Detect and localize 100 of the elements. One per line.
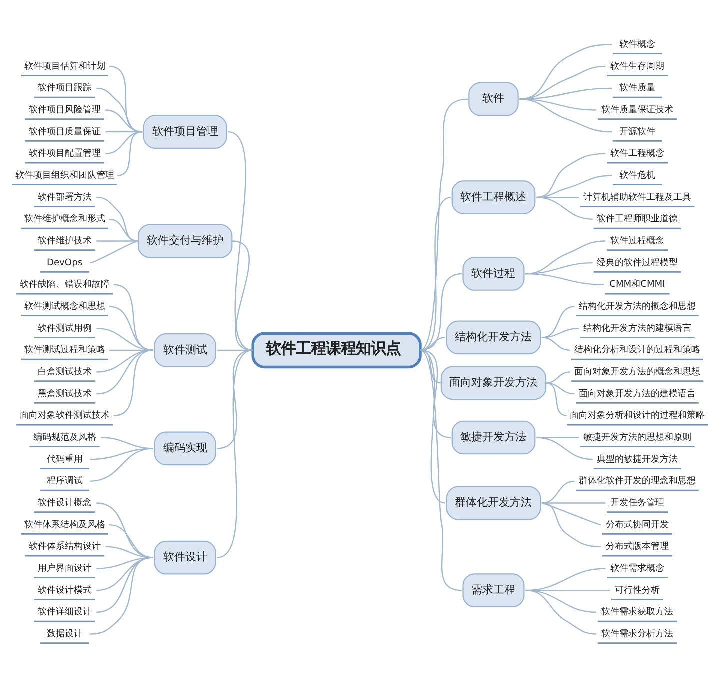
connector xyxy=(96,196,139,242)
node-text: 结构化开发方法的建模语言 xyxy=(583,324,692,334)
connector xyxy=(526,273,604,286)
node-text: 开源软件 xyxy=(619,127,656,138)
node-text: 分布式协同开发 xyxy=(606,520,669,530)
connector xyxy=(90,448,154,482)
connector xyxy=(536,437,593,460)
node-text: 面向对象软件测试技术 xyxy=(20,411,110,422)
node-text: 用户界面设计 xyxy=(38,564,92,574)
node-text: 软件需求分析方法 xyxy=(601,630,674,640)
node-text: 软件项目估算和计划 xyxy=(24,62,106,72)
node-text: 软件生存周期 xyxy=(610,62,664,72)
node-text: 软件过程概念 xyxy=(610,236,664,247)
connector xyxy=(117,132,143,176)
node-text: 软件质量 xyxy=(619,84,656,94)
connector xyxy=(526,590,597,635)
connector xyxy=(546,372,570,384)
node-box: 软件工程课程知识点 xyxy=(252,332,422,369)
node-text: 编码规范及风格 xyxy=(33,433,96,444)
connector xyxy=(106,131,143,154)
node-text: 软件项目跟踪 xyxy=(38,84,92,94)
node-text: 程序调试 xyxy=(46,476,83,487)
node-text: 软件项目组织和团队管理 xyxy=(15,171,114,182)
connector xyxy=(542,502,606,504)
node-text: 面向对象开发方法的建模语言 xyxy=(578,389,696,400)
connector xyxy=(542,502,602,548)
connector xyxy=(546,382,568,416)
node-box: 软件工程概述 xyxy=(452,180,536,214)
connector xyxy=(542,337,570,351)
node-text: 典型的敏捷开发方法 xyxy=(596,454,678,465)
node-text: 代码重用 xyxy=(46,454,83,465)
node-text: CMM和CMMI xyxy=(610,280,666,290)
node-box: 面向对象开发方法 xyxy=(440,366,547,400)
node-text: 黑盒测试技术 xyxy=(38,389,92,400)
node-text: 开发任务管理 xyxy=(610,498,664,509)
node-text: 白盒测试技术 xyxy=(38,368,92,378)
node-text: 软件设计模式 xyxy=(38,586,92,596)
node-text: 计算机辅助软件工程及工具 xyxy=(583,192,692,203)
node-box: 结构化开发方法 xyxy=(446,320,542,355)
node-text: 结构化分析和设计的过程和策略 xyxy=(574,346,700,356)
node-text: 软件工程概念 xyxy=(610,149,664,160)
node-text: 软件体系结构及风格 xyxy=(24,520,106,530)
node-text: 软件设计概念 xyxy=(38,498,92,509)
node-text: 数据设计 xyxy=(46,630,83,640)
node-box: 软件交付与维护 xyxy=(138,224,233,258)
connector xyxy=(420,350,446,504)
node-text: 软件体系结构设计 xyxy=(28,542,101,552)
node-text: 软件需求获取方法 xyxy=(601,608,674,618)
node-text: 软件需求概念 xyxy=(610,564,664,574)
connector xyxy=(546,382,575,395)
connector xyxy=(232,240,254,351)
node-text: 软件质量保证技术 xyxy=(601,106,674,116)
connector xyxy=(90,448,154,460)
node-box: 编码实现 xyxy=(154,432,216,466)
connector xyxy=(420,98,468,351)
connector xyxy=(114,284,154,351)
node-box: 需求工程 xyxy=(462,574,525,608)
node-text: 软件项目配置管理 xyxy=(28,149,101,160)
connector xyxy=(420,350,462,592)
node-text: 可行性分析 xyxy=(614,586,660,596)
node-text: 面向对象开发方法的概念和思想 xyxy=(574,368,700,378)
node-text: DevOps xyxy=(46,258,83,268)
connector xyxy=(114,350,154,416)
node-text: 敏捷开发方法的思想和原则 xyxy=(583,433,692,444)
node-box: 敏捷开发方法 xyxy=(452,420,536,455)
connector xyxy=(519,98,612,133)
node-text: 软件概念 xyxy=(619,40,656,50)
connector xyxy=(519,88,612,100)
node-text: 软件项目风险管理 xyxy=(28,106,101,116)
node-text: 软件测试过程和策略 xyxy=(24,346,106,356)
node-text: 经典的软件过程模型 xyxy=(596,258,678,268)
node-text: 软件详细设计 xyxy=(38,608,92,618)
node-text: 软件维护技术 xyxy=(38,236,92,247)
connector xyxy=(96,240,138,242)
node-text: 面向对象分析和设计的过程和策略 xyxy=(570,411,705,422)
node-text: 软件项目质量保证 xyxy=(28,127,101,138)
node-text: 软件维护概念和形式 xyxy=(24,214,106,225)
node-text: 软件部署方法 xyxy=(38,192,92,203)
node-box: 软件 xyxy=(468,82,519,116)
node-text: 结构化开发方法的概念和思想 xyxy=(578,302,696,312)
node-text: 软件危机 xyxy=(619,171,656,182)
node-box: 软件过程 xyxy=(462,257,525,291)
node-box: 群体化开发方法 xyxy=(446,486,542,520)
connector xyxy=(96,88,143,133)
connector xyxy=(519,44,612,100)
connector xyxy=(90,557,154,635)
connector xyxy=(542,502,602,526)
connector xyxy=(96,328,154,351)
node-box: 软件项目管理 xyxy=(143,115,228,149)
connector xyxy=(228,132,254,351)
node-box: 软件设计 xyxy=(154,540,216,575)
connector xyxy=(96,502,154,558)
node-text: 软件工程师职业道德 xyxy=(596,214,678,225)
connector xyxy=(519,98,597,111)
connector xyxy=(106,546,154,558)
connector xyxy=(542,328,580,338)
connector xyxy=(90,240,139,264)
connector xyxy=(536,437,580,438)
node-text: 分布式版本管理 xyxy=(606,542,669,552)
node-box: 软件测试 xyxy=(154,334,216,368)
